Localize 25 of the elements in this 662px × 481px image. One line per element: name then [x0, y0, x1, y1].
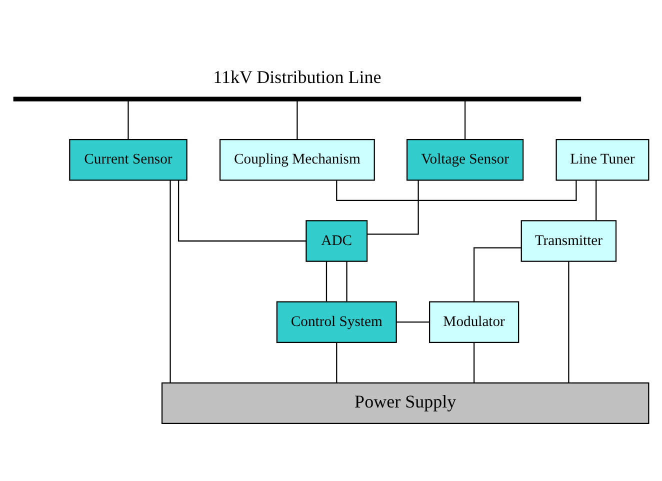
connector — [336, 180, 577, 200]
connector — [368, 180, 419, 234]
node-box: Line Tuner — [556, 138, 650, 180]
node-box: Current Sensor — [69, 138, 188, 180]
node-box: Modulator — [429, 300, 520, 342]
node-box: ADC — [306, 220, 368, 262]
node-box: Transmitter — [520, 220, 617, 262]
connector — [474, 246, 522, 302]
connector — [326, 260, 328, 301]
connector — [296, 98, 298, 139]
node-box: Power Supply — [161, 382, 650, 424]
connector — [568, 261, 570, 382]
connector — [474, 342, 475, 382]
connector — [346, 260, 348, 301]
node-box: Control System — [276, 300, 397, 342]
connector — [170, 180, 171, 382]
connector — [596, 180, 597, 220]
node-box: Coupling Mechanism — [219, 138, 375, 180]
node-box: Voltage Sensor — [406, 138, 524, 180]
connector — [396, 321, 430, 322]
connector — [336, 342, 338, 382]
connector — [178, 180, 306, 242]
connector — [128, 98, 129, 139]
node-text: 11kV Distribution Line — [213, 66, 382, 87]
connector — [464, 98, 466, 139]
